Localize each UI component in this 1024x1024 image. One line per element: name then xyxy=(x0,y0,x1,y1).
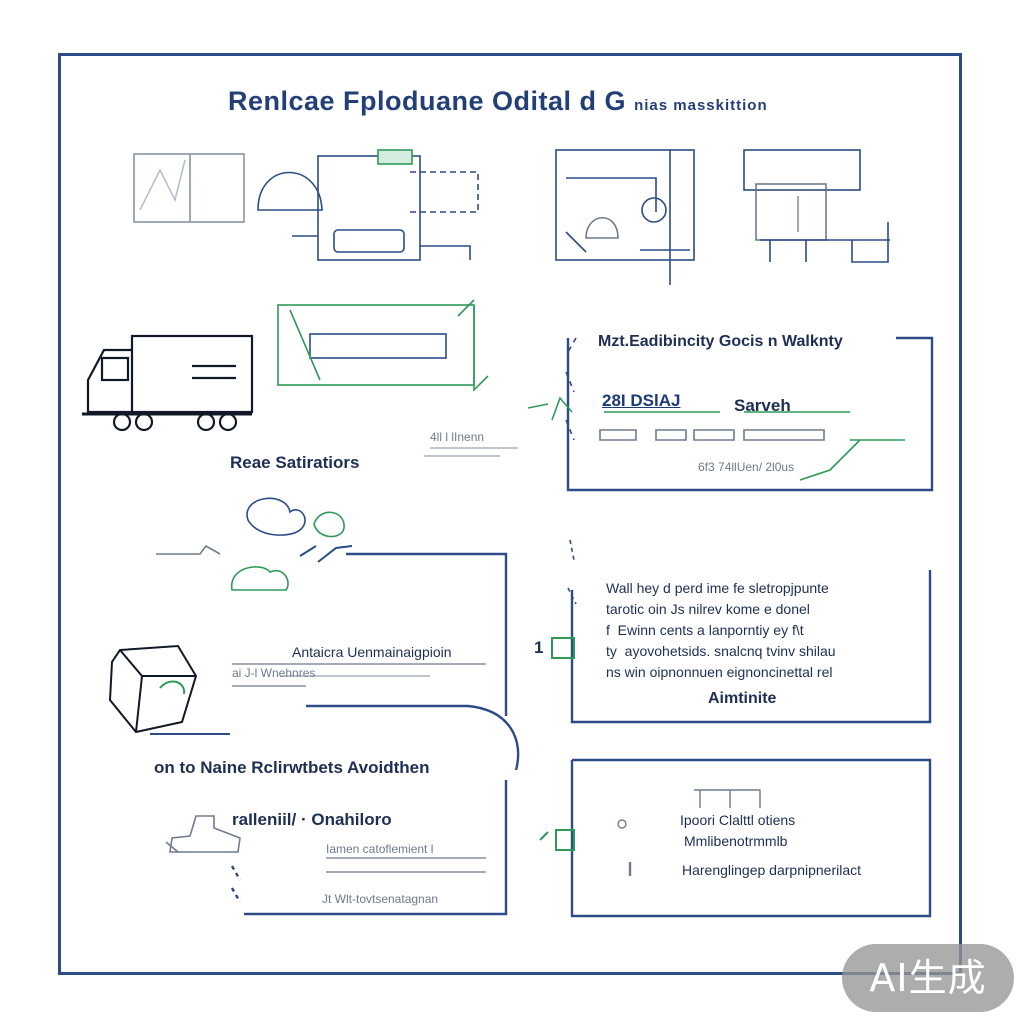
top-right-code: 28I DSlAJ xyxy=(602,391,681,410)
ai-generated-watermark: AI生成 xyxy=(842,944,1014,1012)
rates-label: Reae Satiratiors xyxy=(230,453,360,472)
diagram-frame xyxy=(58,53,962,975)
package-icon xyxy=(108,644,230,735)
window-sketch xyxy=(133,153,245,223)
container-sketch xyxy=(277,299,489,392)
machine-sketch xyxy=(257,149,479,261)
middle-right-paragraph: Wall hey d perd ime fe sletropjpunte tar… xyxy=(606,580,836,680)
lower-right-panel xyxy=(570,758,932,918)
top-right-footer: 6f3 74llUen/ 2l0us xyxy=(698,460,795,474)
top-right-name: Sarveh xyxy=(734,396,791,415)
lower-left-line-1: Iamen catoflemient l xyxy=(326,842,434,856)
lower-left-banner: on to Naine Rclirwtbets Avoidthen xyxy=(154,758,430,777)
top-right-heading: Mzt.Eadibincity Gocis n Walknty xyxy=(598,333,843,350)
middle-right-caption: Aimtinite xyxy=(708,690,777,707)
lower-right-line-2: Mmlibenotrmmlb xyxy=(684,833,788,849)
title-suffix: nias masskittion xyxy=(634,97,768,114)
middle-left-line-2: ai J-l Wnehnres xyxy=(232,666,316,680)
step-markers xyxy=(539,637,575,851)
room-sketch-left xyxy=(555,149,695,285)
step-marker-1: 1 xyxy=(534,638,544,657)
top-right-panel xyxy=(527,336,934,492)
lower-left-heading: raIleniil/ · Onahiloro xyxy=(232,810,392,829)
lower-right-line-3: Harenglingep darpnipnerilact xyxy=(682,862,862,878)
lower-left-line-2: Jt Wlt-tovtsenatagnan xyxy=(322,892,439,906)
connector-lines xyxy=(280,447,518,677)
title-main: Renlcae Fploduane Odital d G xyxy=(228,86,627,116)
tiny-label: 4ll l lInenn xyxy=(430,430,485,444)
bulldozer-icon xyxy=(165,815,241,853)
cloud-cluster-icon xyxy=(156,497,353,591)
lower-left-panel xyxy=(230,780,508,916)
lower-right-line-1: Ipoori Clalttl otiens xyxy=(680,812,796,828)
middle-right-panel xyxy=(567,539,932,724)
middle-left-panel xyxy=(232,552,520,771)
middle-left-line-1: Antaicra Uenmainaigpioin xyxy=(292,644,452,660)
room-sketch-right xyxy=(743,149,890,263)
diagram-title: Renlcae Fploduane Odital d G nias masski… xyxy=(228,86,768,117)
truck-icon xyxy=(82,334,254,432)
